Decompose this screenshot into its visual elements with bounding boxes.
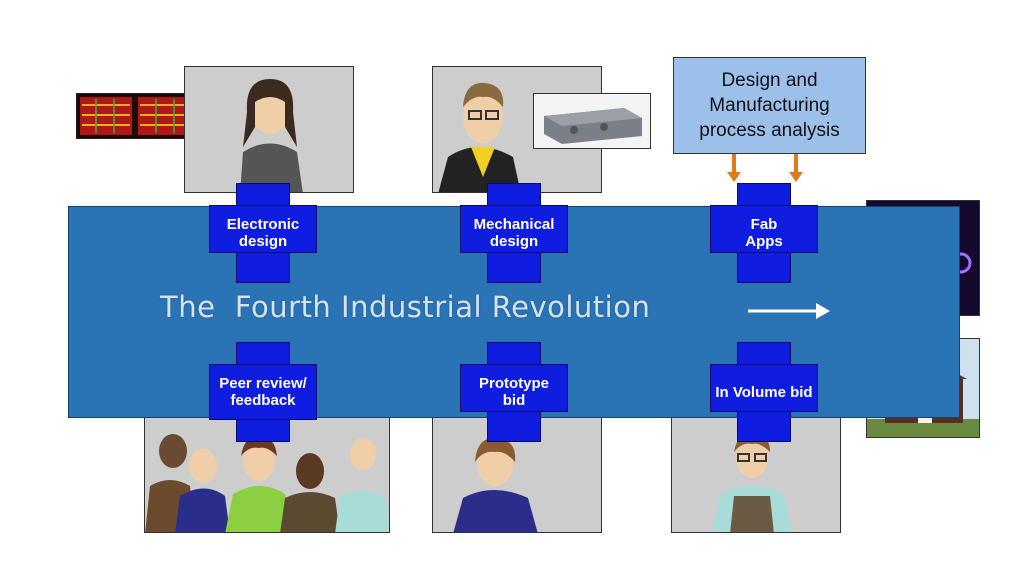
process-analysis-box: Design and Manufacturing process analysi… xyxy=(673,57,866,154)
man-designer-icon xyxy=(438,82,521,192)
revolution-title: The Fourth Industrial Revolution xyxy=(160,290,651,324)
analysis-arrow-right-head xyxy=(789,172,803,182)
stage-label: Fab Apps xyxy=(745,216,783,250)
stage-label: Peer review/ feedback xyxy=(219,375,307,409)
stage-fab-apps: Fab Apps xyxy=(710,183,818,283)
cad-part-icon xyxy=(544,108,642,144)
right-arrow-icon xyxy=(748,303,830,319)
machinist-icon xyxy=(712,431,792,532)
stage-prototype-bid: Prototype bid xyxy=(460,342,568,442)
mechanical-part-image xyxy=(533,93,651,149)
stage-label: Prototype bid xyxy=(478,375,549,409)
group-of-people-icon xyxy=(145,434,389,532)
analysis-arrow-left xyxy=(732,154,736,174)
process-analysis-label: Design and Manufacturing process analysi… xyxy=(699,70,840,141)
stage-peer-review: Peer review/ feedback xyxy=(209,342,317,442)
peer-review-group-photo xyxy=(144,415,390,533)
stage-electronic-design: Electronic design xyxy=(209,183,317,283)
woman-designer-icon xyxy=(240,79,303,192)
stage-in-volume-bid: In Volume bid xyxy=(710,342,818,442)
woman-bidder-icon xyxy=(453,437,538,532)
stage-mechanical-design: Mechanical design xyxy=(460,183,568,283)
stage-label: Electronic design xyxy=(226,216,300,250)
stage-label: In Volume bid xyxy=(715,383,813,401)
electronic-designer-photo xyxy=(184,66,354,193)
stage-label: Mechanical design xyxy=(473,216,555,250)
analysis-arrow-right xyxy=(794,154,798,174)
analysis-arrow-left-head xyxy=(727,172,741,182)
circuit-board-image xyxy=(76,93,194,139)
